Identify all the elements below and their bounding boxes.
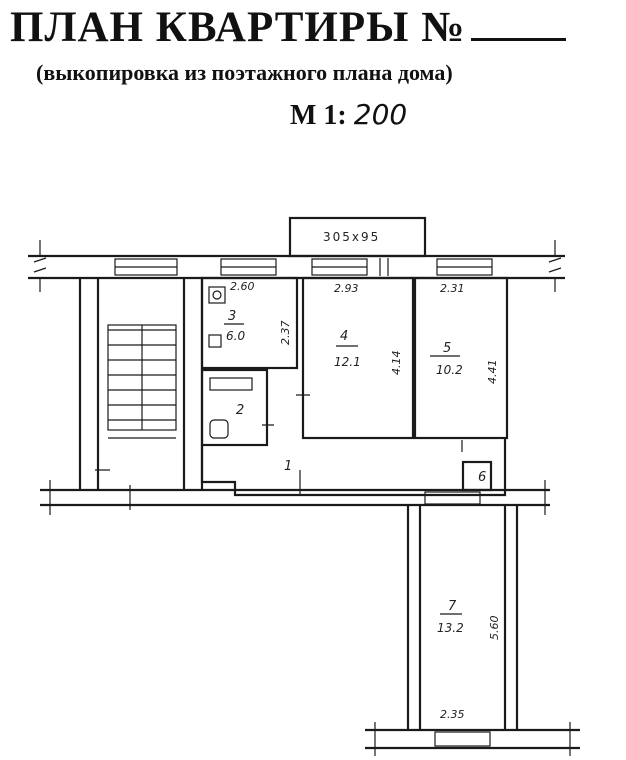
room-1: 1 — [200, 438, 507, 497]
room-7-area: 13.2 — [437, 621, 464, 635]
room-3: 3 6.0 2.60 2.37 — [200, 276, 299, 370]
room-2-number: 2 — [236, 403, 244, 418]
apartment-number-blank — [471, 2, 567, 41]
dim-293: 2.93 — [334, 282, 359, 295]
dim-260: 2.60 — [230, 280, 255, 293]
room-4: 2.93 4 12.1 4.14 — [301, 276, 415, 440]
plan-title: ПЛАН КВАРТИРЫ № — [10, 2, 620, 52]
plan-scale: М 1: 200 — [290, 98, 407, 132]
dim-414: 4.14 — [390, 351, 403, 376]
window-size-tag: 305x95 — [323, 230, 380, 244]
door-marks — [95, 394, 463, 510]
top-windows — [114, 258, 493, 276]
plan-subtitle: (выкопировка из поэтажного плана дома) — [36, 60, 453, 85]
room-1-number: 1 — [284, 459, 292, 474]
room-6: 6 — [461, 460, 493, 492]
room-5-number: 5 — [443, 341, 451, 356]
dim-560: 5.60 — [488, 616, 501, 641]
scale-value: 200 — [353, 98, 408, 131]
plan-title-text: ПЛАН КВАРТИРЫ № — [10, 4, 466, 51]
room-6-number: 6 — [478, 470, 486, 485]
top-loggia — [288, 216, 427, 258]
room-5: 2.31 5 10.2 4.41 — [413, 276, 509, 440]
room-4-number: 4 — [340, 329, 348, 344]
room-7: 7 13.2 5.60 2.35 — [365, 505, 580, 756]
dim-237: 2.37 — [279, 321, 292, 346]
room-5-area: 10.2 — [436, 363, 463, 377]
exterior-wall-bottom — [40, 480, 550, 515]
dim-231: 2.31 — [440, 282, 465, 295]
scale-prefix: М 1: — [290, 100, 347, 131]
dim-441: 4.41 — [486, 360, 499, 385]
room-3-number: 3 — [228, 309, 236, 324]
dim-235: 2.35 — [440, 708, 465, 721]
stairwell — [78, 278, 204, 490]
room-4-area: 12.1 — [334, 355, 361, 369]
room-7-number: 7 — [448, 599, 457, 614]
room-3-area: 6.0 — [226, 329, 245, 343]
room-2: 2 — [200, 368, 269, 447]
